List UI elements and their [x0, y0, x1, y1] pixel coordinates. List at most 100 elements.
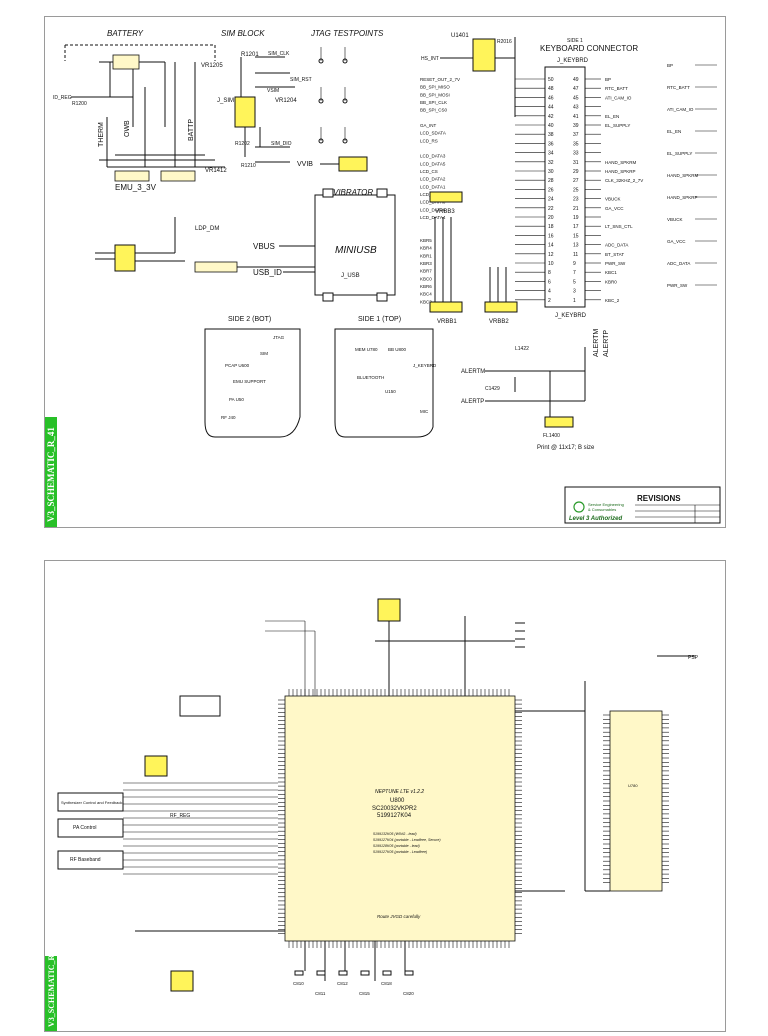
vvib-label: VVIB — [297, 161, 313, 168]
connector-signal-left: KBR5 — [420, 238, 432, 243]
connector-signal-left: LCD_DATA2 — [420, 177, 446, 182]
left-small-box — [179, 695, 221, 717]
keyboard-right-signals: BPRTC_BATTATI_CAM_IOEL_ENEL_SUPPLYHAND_S… — [605, 77, 643, 303]
r1210-label: R1210 — [241, 163, 256, 169]
connector-pin-right: 3 — [573, 289, 576, 295]
capacitor-label: C812 — [337, 981, 348, 986]
connector-signal-left: LCD_CS — [420, 169, 438, 174]
connector-pin-right: 5 — [573, 279, 576, 285]
keyboard-connector-body — [544, 66, 586, 308]
cpu-line-4: 5199127K04 — [377, 813, 412, 819]
connector-signal-left: LCD_DATA3 — [420, 154, 446, 159]
vrbb3-label: VRBB3 — [435, 209, 455, 215]
connector-signal-right: BT_STAT — [605, 252, 624, 257]
connector-signal-right: EL_SUPPLY — [605, 123, 630, 128]
connector-pin-left: 34 — [548, 151, 554, 157]
j-keybrd-bottom-label: J_KEYBRD — [555, 313, 587, 319]
alertp-vertical-label: ALERTP — [603, 330, 610, 357]
bottom-ic — [170, 970, 194, 992]
connector-pin-right: 35 — [573, 141, 579, 147]
logo-line-1: Service Engineering — [588, 502, 624, 507]
connector-signal-left: KBR3 — [420, 261, 432, 266]
fl1400-chip — [544, 416, 574, 428]
cpu-line-1: NEPTUNE LTE v1.2.2 — [375, 789, 424, 795]
cpu-u800-body — [284, 695, 516, 942]
connector-pin-right: 27 — [573, 178, 579, 184]
j-keybrd-top-label: J_KEYBRD — [557, 58, 589, 64]
connector-signal-left: BB_SPI_CLK — [420, 100, 447, 105]
connector-pin-right: 1 — [573, 298, 576, 304]
connector-pin-right: 29 — [573, 169, 579, 175]
connector-signal-left: KBR4 — [420, 246, 432, 251]
cpu-variant-3: 5199128K05 (portable - lead) — [373, 844, 420, 848]
connector-pin-right: 25 — [573, 187, 579, 193]
alertm-label: ALERTM — [461, 369, 485, 375]
connector-signal-left: BB_SPI_CS0 — [420, 108, 448, 113]
connector-signal-left: BB_SPI_MOSI — [420, 92, 450, 97]
side2-region-label: EMU SUPPORT — [233, 379, 266, 384]
connector-pin-left: 30 — [548, 169, 554, 175]
miniusb-tab-2 — [376, 188, 388, 198]
side1-region-label: MIC — [420, 409, 429, 414]
connector-pin-left: 36 — [548, 141, 554, 147]
jtag-block-title: JTAG TESTPOINTS — [310, 29, 384, 38]
sim-dio-label: SIM_DIO — [271, 141, 292, 147]
u1401-chip — [472, 38, 496, 72]
side2-region-label: SIM — [260, 351, 268, 356]
connector-pin-left: 32 — [548, 160, 554, 166]
connector-pin-left: 28 — [548, 178, 554, 184]
r1200-label: R1200 — [72, 101, 87, 107]
side-strip-1 — [45, 417, 57, 527]
vrbb2-label: VRBB2 — [489, 319, 509, 325]
j-sim-chip — [234, 96, 256, 128]
side1-outline — [334, 328, 434, 438]
cpu-variant-4: 5199127K05 (portable - Leadfree) — [373, 850, 427, 854]
miniusb-tab-3 — [322, 292, 334, 302]
connector-pin-right: 43 — [573, 105, 579, 111]
schematic-page-1: V3_SCHEMATIC_R_41 BATTERY ID_REG R1200 T… — [0, 10, 768, 530]
side2-title: SIDE 2 (BOT) — [228, 316, 271, 323]
rf-reg-label: RF_REG — [170, 813, 190, 819]
connector-signal-right: CLK_32KHZ_2_7V — [605, 178, 643, 183]
synth-control-label: Synthesizer Control and Feedback — [61, 800, 122, 805]
battery-wires — [99, 61, 196, 167]
revisions-title: REVISIONS — [637, 494, 681, 503]
side-strip-1-label: V3_SCHEMATIC_R_41 — [46, 427, 56, 522]
capacitor-symbol — [360, 970, 370, 976]
connector-signal-right: KBR0 — [605, 279, 617, 284]
connector-pin-right: 17 — [573, 224, 579, 230]
emu-wires — [95, 217, 185, 262]
sim-rst-label: SIM_RST — [290, 77, 312, 83]
jtag-testpoints — [318, 47, 348, 144]
far-right-net-label: VBUCK — [667, 217, 683, 222]
left-ic — [144, 755, 168, 777]
id-reg-label: ID_REG — [53, 95, 72, 101]
logo-icon — [573, 501, 585, 513]
connector-signal-left: KBR1 — [420, 253, 432, 258]
alertp-label: ALERTP — [461, 399, 484, 405]
far-right-components: BPRTC_BATTATI_CAM_IOEL_ENEL_SUPPLYHAND_S… — [667, 63, 717, 288]
side1-small-label: SIDE 1 — [567, 38, 583, 44]
connector-pin-left: 38 — [548, 132, 554, 138]
ldp-title: LDP_DM — [195, 226, 219, 232]
connector-signal-left: LCD_SDATA — [420, 131, 446, 136]
logo-line-3: Level 3 Authorized — [569, 516, 622, 522]
r1201-label: R1201 — [241, 52, 259, 58]
connector-pin-right: 31 — [573, 160, 579, 166]
capacitor-label: C820 — [403, 991, 414, 996]
connector-pin-left: 2 — [548, 298, 551, 304]
connector-signal-right: EL_EN — [605, 114, 619, 119]
logo-line-2: & Consumables — [588, 507, 616, 512]
capacitor-label: C815 — [359, 991, 370, 996]
c1429-label: C1429 — [485, 386, 500, 392]
miniusb-tab-1 — [322, 188, 334, 198]
r2016-label: R2016 — [497, 39, 512, 45]
far-right-net-label: RTC_BATT — [667, 85, 690, 90]
connector-signal-right: GA_VCC — [605, 206, 624, 211]
connector-signal-right: KBC_2 — [605, 298, 620, 303]
usb-id-label: USB_ID — [253, 268, 282, 277]
battery-fuse-chip — [112, 54, 140, 70]
connector-signal-right: KBC1 — [605, 270, 617, 275]
